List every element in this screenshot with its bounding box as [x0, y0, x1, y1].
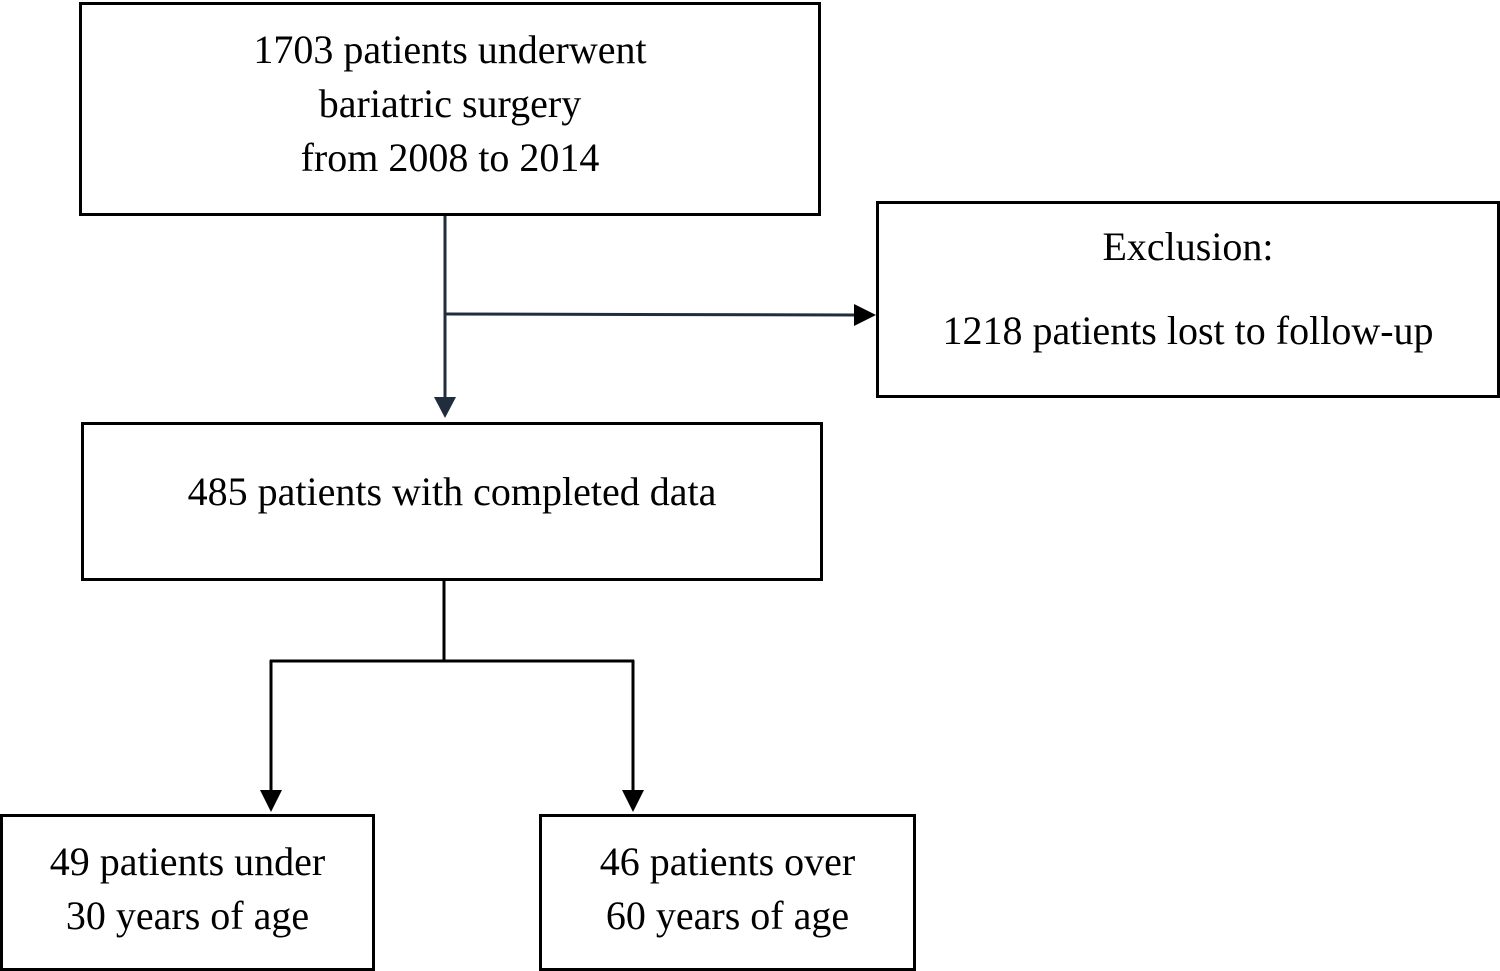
exclusion-box: Exclusion: 1218 patients lost to follow-…: [876, 201, 1500, 398]
arrowhead-to-exclusion: [854, 304, 876, 326]
over60-line-1: 46 patients over: [599, 839, 856, 884]
exclusion-detail: 1218 patients lost to follow-up: [942, 308, 1434, 353]
start-line-2: bariatric surgery: [318, 81, 582, 126]
over60-line-2: 60 years of age: [605, 893, 850, 938]
over-60-box: 46 patients over 60 years of age: [539, 814, 916, 971]
exclusion-heading: Exclusion:: [1102, 224, 1274, 269]
under-30-box: 49 patients under 30 years of age: [0, 814, 375, 971]
arrowhead-to-completed: [434, 397, 456, 418]
start-line-1: 1703 patients underwent: [253, 27, 647, 72]
connector-to-exclusion: [444, 312, 857, 317]
under30-line-2: 30 years of age: [65, 893, 310, 938]
arrowhead-to-under30: [260, 790, 282, 812]
completed-data-box: 485 patients with completed data: [81, 422, 823, 581]
start-line-3: from 2008 to 2014: [300, 135, 600, 180]
arrowhead-to-over60: [622, 790, 644, 812]
completed-label: 485 patients with completed data: [187, 469, 717, 514]
exclusion-spacer: [879, 274, 1497, 304]
under30-line-1: 49 patients under: [49, 839, 326, 884]
start-box: 1703 patients underwent bariatric surger…: [79, 2, 821, 216]
